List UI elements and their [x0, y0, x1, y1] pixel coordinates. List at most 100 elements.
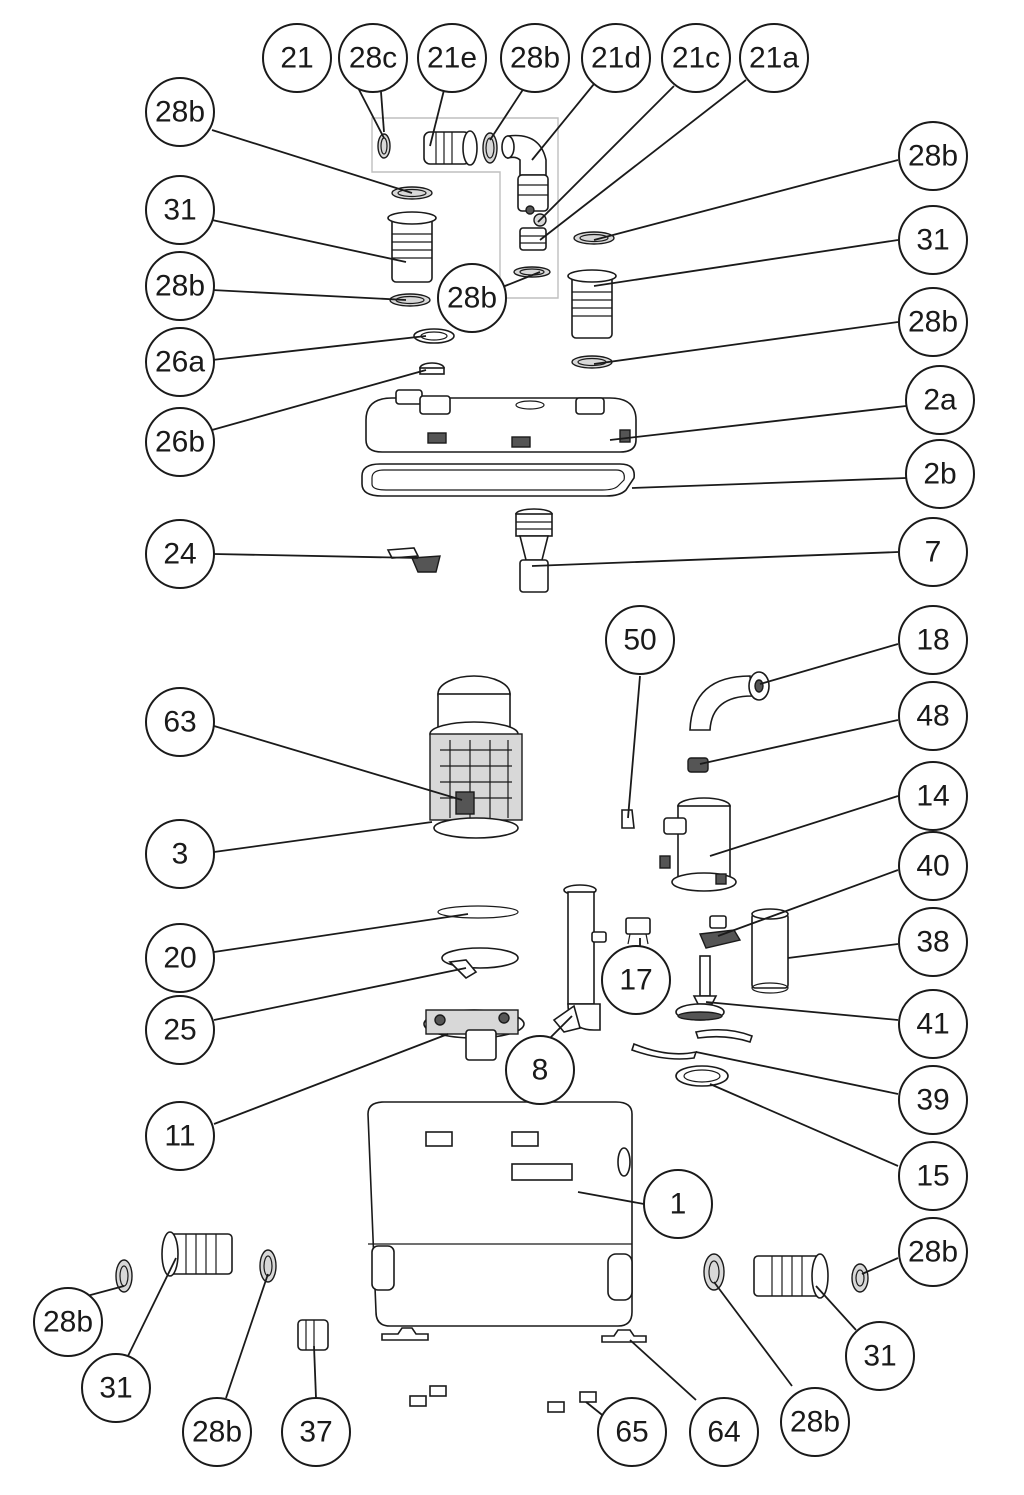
callout-21e: 21e — [417, 23, 487, 93]
callout-40: 40 — [898, 831, 968, 901]
part-65-feet — [409, 1385, 597, 1413]
svg-text:38: 38 — [916, 926, 949, 959]
part-28b-clamp-bottom-right-1 — [703, 1253, 725, 1291]
callout-31-bottom-left: 31 — [81, 1353, 151, 1423]
callout-63: 63 — [145, 687, 215, 757]
callout-31-left: 31 — [145, 175, 215, 245]
svg-text:28b: 28b — [447, 282, 497, 315]
part-21e-coupling — [423, 130, 478, 166]
svg-text:28b: 28b — [790, 1406, 840, 1439]
svg-text:24: 24 — [163, 538, 196, 571]
part-11-volute — [423, 1009, 525, 1061]
part-64-brackets — [381, 1327, 647, 1343]
callout-7: 7 — [898, 517, 968, 587]
callout-21d: 21d — [581, 23, 651, 93]
part-24-clip — [386, 547, 441, 573]
svg-text:28c: 28c — [349, 42, 397, 75]
callout-14: 14 — [898, 761, 968, 831]
part-17-switch — [625, 917, 651, 945]
callout-26a: 26a — [145, 327, 215, 397]
part-38-tube — [751, 908, 789, 994]
callouts: 21 28c 21e 28b 21d 21c 21a 28b 31 28b 26… — [33, 23, 975, 1467]
callout-31-bottom-right: 31 — [845, 1321, 915, 1391]
svg-text:40: 40 — [916, 850, 949, 883]
svg-text:2b: 2b — [923, 458, 956, 491]
svg-text:65: 65 — [615, 1416, 648, 1449]
callout-11: 11 — [145, 1101, 215, 1171]
part-14-pump — [659, 797, 737, 892]
svg-text:31: 31 — [163, 194, 196, 227]
callout-18: 18 — [898, 605, 968, 675]
svg-text:39: 39 — [916, 1084, 949, 1117]
svg-text:31: 31 — [99, 1372, 132, 1405]
part-28b-clamp-bottom-right-2 — [851, 1263, 869, 1293]
part-18-bend — [689, 671, 770, 731]
callout-24: 24 — [145, 519, 215, 589]
svg-text:41: 41 — [916, 1008, 949, 1041]
callout-41: 41 — [898, 989, 968, 1059]
part-28b-clamp-mid — [513, 266, 551, 278]
svg-text:1: 1 — [670, 1188, 687, 1221]
svg-text:21a: 21a — [749, 42, 799, 75]
svg-text:7: 7 — [925, 536, 942, 569]
callout-26b: 26b — [145, 407, 215, 477]
svg-text:15: 15 — [916, 1160, 949, 1193]
part-21a-connector — [519, 227, 547, 251]
svg-text:28b: 28b — [192, 1416, 242, 1449]
part-7-pipe — [515, 508, 553, 593]
callout-28b-top: 28b — [500, 23, 570, 93]
callout-21c: 21c — [661, 23, 731, 93]
part-28c-clamp — [377, 133, 391, 159]
callout-31-right: 31 — [898, 205, 968, 275]
callout-38: 38 — [898, 907, 968, 977]
part-8-pipe — [552, 884, 607, 1033]
svg-text:28b: 28b — [155, 96, 205, 129]
part-25-plate — [441, 947, 519, 980]
svg-text:21: 21 — [280, 42, 313, 75]
part-41-float — [675, 955, 725, 1021]
callout-50: 50 — [605, 605, 675, 675]
callout-37: 37 — [281, 1397, 351, 1467]
callout-28b-bottom: 28b — [780, 1387, 850, 1457]
callout-28b-bottom-right-1: 28b — [898, 1217, 968, 1287]
part-2a-lid — [365, 389, 637, 453]
part-31-hose-bottom-left — [161, 1231, 233, 1277]
part-1-tank — [367, 1101, 633, 1327]
part-39-clamp — [630, 1028, 754, 1060]
part-3-motor — [429, 675, 523, 839]
part-28b-clamp-right-upper — [573, 231, 615, 245]
callout-21: 21 — [262, 23, 332, 93]
part-2b-gasket — [361, 463, 636, 497]
part-37-plug — [297, 1319, 329, 1351]
part-28b-clamp-bottom-left-2 — [259, 1249, 277, 1283]
svg-text:31: 31 — [916, 224, 949, 257]
callout-1: 1 — [643, 1169, 713, 1239]
callout-28b-right-1: 28b — [898, 121, 968, 191]
svg-text:31: 31 — [863, 1340, 896, 1373]
callout-28b-bottom-left-2: 28b — [182, 1397, 252, 1467]
svg-text:63: 63 — [163, 706, 196, 739]
svg-text:28b: 28b — [908, 1236, 958, 1269]
part-28b-clamp-bottom-left-1 — [115, 1259, 133, 1293]
svg-text:21c: 21c — [672, 42, 720, 75]
callout-28b-right-2: 28b — [898, 287, 968, 357]
svg-text:20: 20 — [163, 942, 196, 975]
svg-text:17: 17 — [619, 964, 652, 997]
part-21d-elbow — [501, 134, 549, 215]
svg-text:11: 11 — [164, 1120, 195, 1153]
part-31-hose-left — [387, 211, 437, 283]
callout-28c: 28c — [338, 23, 408, 93]
callout-20: 20 — [145, 923, 215, 993]
callout-28b-bottom-left-1: 28b — [33, 1287, 103, 1357]
svg-text:48: 48 — [916, 700, 949, 733]
callout-39: 39 — [898, 1065, 968, 1135]
callout-2b: 2b — [905, 439, 975, 509]
svg-text:26a: 26a — [155, 346, 205, 379]
callout-2a: 2a — [905, 365, 975, 435]
part-26b-plug — [419, 362, 445, 375]
svg-text:37: 37 — [299, 1416, 332, 1449]
part-31-hose-right — [567, 269, 617, 339]
svg-text:64: 64 — [707, 1416, 740, 1449]
